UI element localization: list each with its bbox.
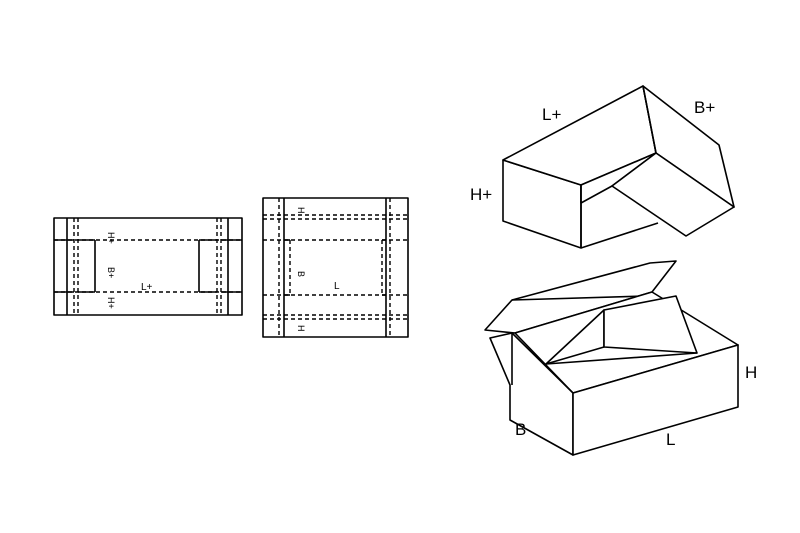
lid-3d-h-label: H+: [470, 185, 492, 204]
lid-3d-view: L+ B+ H+: [470, 85, 735, 249]
base-3d-b-label: B: [515, 420, 526, 439]
lid-3d-l-label: L+: [542, 105, 561, 124]
base-blank-h-top-label: H: [296, 207, 306, 214]
base-blank-l-label: L: [334, 281, 340, 292]
lid-blank-b-label: B+: [106, 267, 116, 278]
lid-3d-b-label: B+: [694, 98, 715, 117]
base-blank-h-bottom-label: H: [296, 325, 306, 332]
base-blank-b-label: B: [296, 271, 306, 277]
flat-blank-lid: H+ B+ L+ H+: [53, 217, 243, 316]
lid-blank-l-label: L+: [141, 282, 153, 293]
lid-blank-h-top-label: H+: [106, 232, 116, 244]
lid-blank-h-bottom-label: H+: [106, 297, 116, 309]
flat-blank-base: H B L H: [262, 197, 409, 338]
base-3d-l-label: L: [666, 430, 675, 449]
base-3d-h-label: H: [745, 363, 757, 382]
base-3d-view: H B L: [484, 260, 757, 456]
